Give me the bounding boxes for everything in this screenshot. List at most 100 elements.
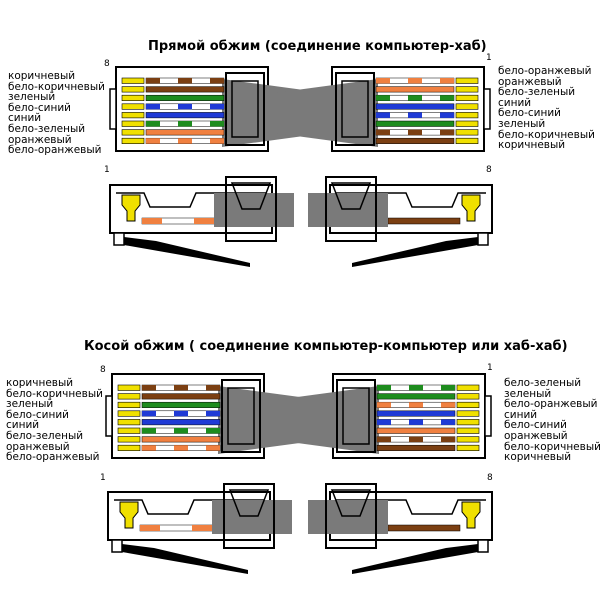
color-label: бело-синий xyxy=(498,107,561,120)
wire xyxy=(387,524,461,532)
cable-jacket xyxy=(308,193,388,227)
wire-stripe xyxy=(174,385,188,391)
color-label: синий xyxy=(8,112,42,125)
left-color-labels-cross: коричневый бело-коричневый зеленый бело-… xyxy=(6,378,103,463)
pin-contact xyxy=(121,86,145,93)
pin-contact xyxy=(461,501,481,529)
wire xyxy=(375,103,455,110)
connector-latch-base xyxy=(477,232,489,246)
cable-jacket xyxy=(275,386,379,454)
pin-contact xyxy=(455,120,479,127)
wire-stripe xyxy=(206,445,220,451)
color-label: бело-оранжевый xyxy=(8,144,102,157)
wire-stripe xyxy=(142,385,156,391)
section-title-straight: Прямой обжим (соединение компьютер-хаб) xyxy=(148,39,487,54)
wire-stripe xyxy=(142,410,156,417)
wire xyxy=(376,393,456,400)
wire-stripe xyxy=(140,525,160,531)
crimp-block-inner xyxy=(227,387,255,445)
wire xyxy=(375,86,455,93)
pin-contact xyxy=(456,384,480,391)
pin-contact xyxy=(117,444,141,452)
wire-stripe xyxy=(210,121,224,127)
wire-stripe xyxy=(408,95,422,101)
wire-stripe xyxy=(206,410,220,417)
pin-contact xyxy=(121,129,145,136)
wire xyxy=(375,120,455,127)
wire-stripe xyxy=(376,78,390,84)
wire-stripe xyxy=(440,78,454,84)
pin-contact xyxy=(455,103,479,110)
wire xyxy=(141,436,221,443)
pin-contact xyxy=(121,194,141,222)
cable-jacket xyxy=(212,500,292,534)
pin-contact xyxy=(117,436,141,443)
connector-latch-lever xyxy=(352,544,478,574)
cable-jacket xyxy=(214,193,294,227)
wire-stripe xyxy=(377,419,391,425)
connector-latch-lever xyxy=(122,544,248,574)
pin-number-right-top: 1 xyxy=(487,363,493,373)
crimp-block xyxy=(325,176,377,242)
crimp-tooth xyxy=(230,182,272,210)
pin-contact xyxy=(121,112,145,119)
color-label: бело-синий xyxy=(8,101,71,114)
wire-stripe xyxy=(206,385,220,391)
color-label: бело-зеленый xyxy=(504,377,582,389)
pin-contact xyxy=(455,129,479,136)
pin-contact xyxy=(117,427,141,434)
color-label: бело-коричневый xyxy=(498,128,595,141)
wire xyxy=(376,410,456,417)
pin-contact xyxy=(456,444,480,452)
wire xyxy=(376,444,456,451)
wire-stripe xyxy=(210,78,224,84)
crimp-block xyxy=(336,379,376,453)
wire-stripe xyxy=(194,218,214,224)
pin-contact xyxy=(117,419,141,426)
color-label: бело-зеленый xyxy=(498,86,576,99)
connector-latch xyxy=(483,88,491,130)
pin-number-left-side: 1 xyxy=(104,165,110,175)
wire-stripe xyxy=(206,428,220,434)
pin-contact xyxy=(456,419,480,426)
wire xyxy=(141,401,221,408)
wire-stripe xyxy=(408,78,422,84)
color-label: бело-оранжевый xyxy=(6,451,100,464)
connector-latch-lever xyxy=(352,237,478,267)
wire xyxy=(145,94,225,101)
connector-side-contour xyxy=(116,192,266,208)
pin-contact xyxy=(455,94,479,101)
pin-number-left-top: 8 xyxy=(100,365,106,375)
right-color-labels-cross: бело-зеленый зеленый бело-оранжевый сини… xyxy=(504,378,600,463)
wire-stripe xyxy=(408,129,422,136)
wire-stripe xyxy=(178,138,192,144)
color-label: оранжевый xyxy=(6,440,70,453)
wire xyxy=(376,427,456,434)
pin-contact xyxy=(456,410,480,417)
wire-stripe xyxy=(178,78,192,84)
wire-stripe xyxy=(441,385,455,391)
color-label: бело-коричневый xyxy=(8,80,105,93)
connector-latch xyxy=(105,395,113,437)
color-label: бело-оранжевый xyxy=(504,398,598,411)
right-color-labels-straight: бело-оранжевый оранжевый бело-зеленый си… xyxy=(498,66,595,151)
wire-stripe xyxy=(178,121,192,127)
crimp-tooth xyxy=(228,489,270,517)
color-label: синий xyxy=(498,96,532,109)
pin-contact xyxy=(121,103,145,110)
pin-number-right-top: 1 xyxy=(486,53,492,63)
color-label: синий xyxy=(504,408,538,421)
wire xyxy=(145,129,225,136)
color-label: коричневый xyxy=(8,70,76,82)
connector-side-contour xyxy=(336,192,486,208)
color-label: коричневый xyxy=(504,451,572,464)
color-label: зеленый xyxy=(6,398,54,411)
pin-contact xyxy=(456,393,480,400)
crimp-block xyxy=(223,483,275,549)
pin-contact xyxy=(121,137,145,144)
wire-stripe xyxy=(376,95,390,101)
wire-stripe xyxy=(377,436,391,443)
crimp-block xyxy=(325,483,377,549)
color-label: бело-синий xyxy=(6,408,69,421)
wire xyxy=(387,217,461,225)
